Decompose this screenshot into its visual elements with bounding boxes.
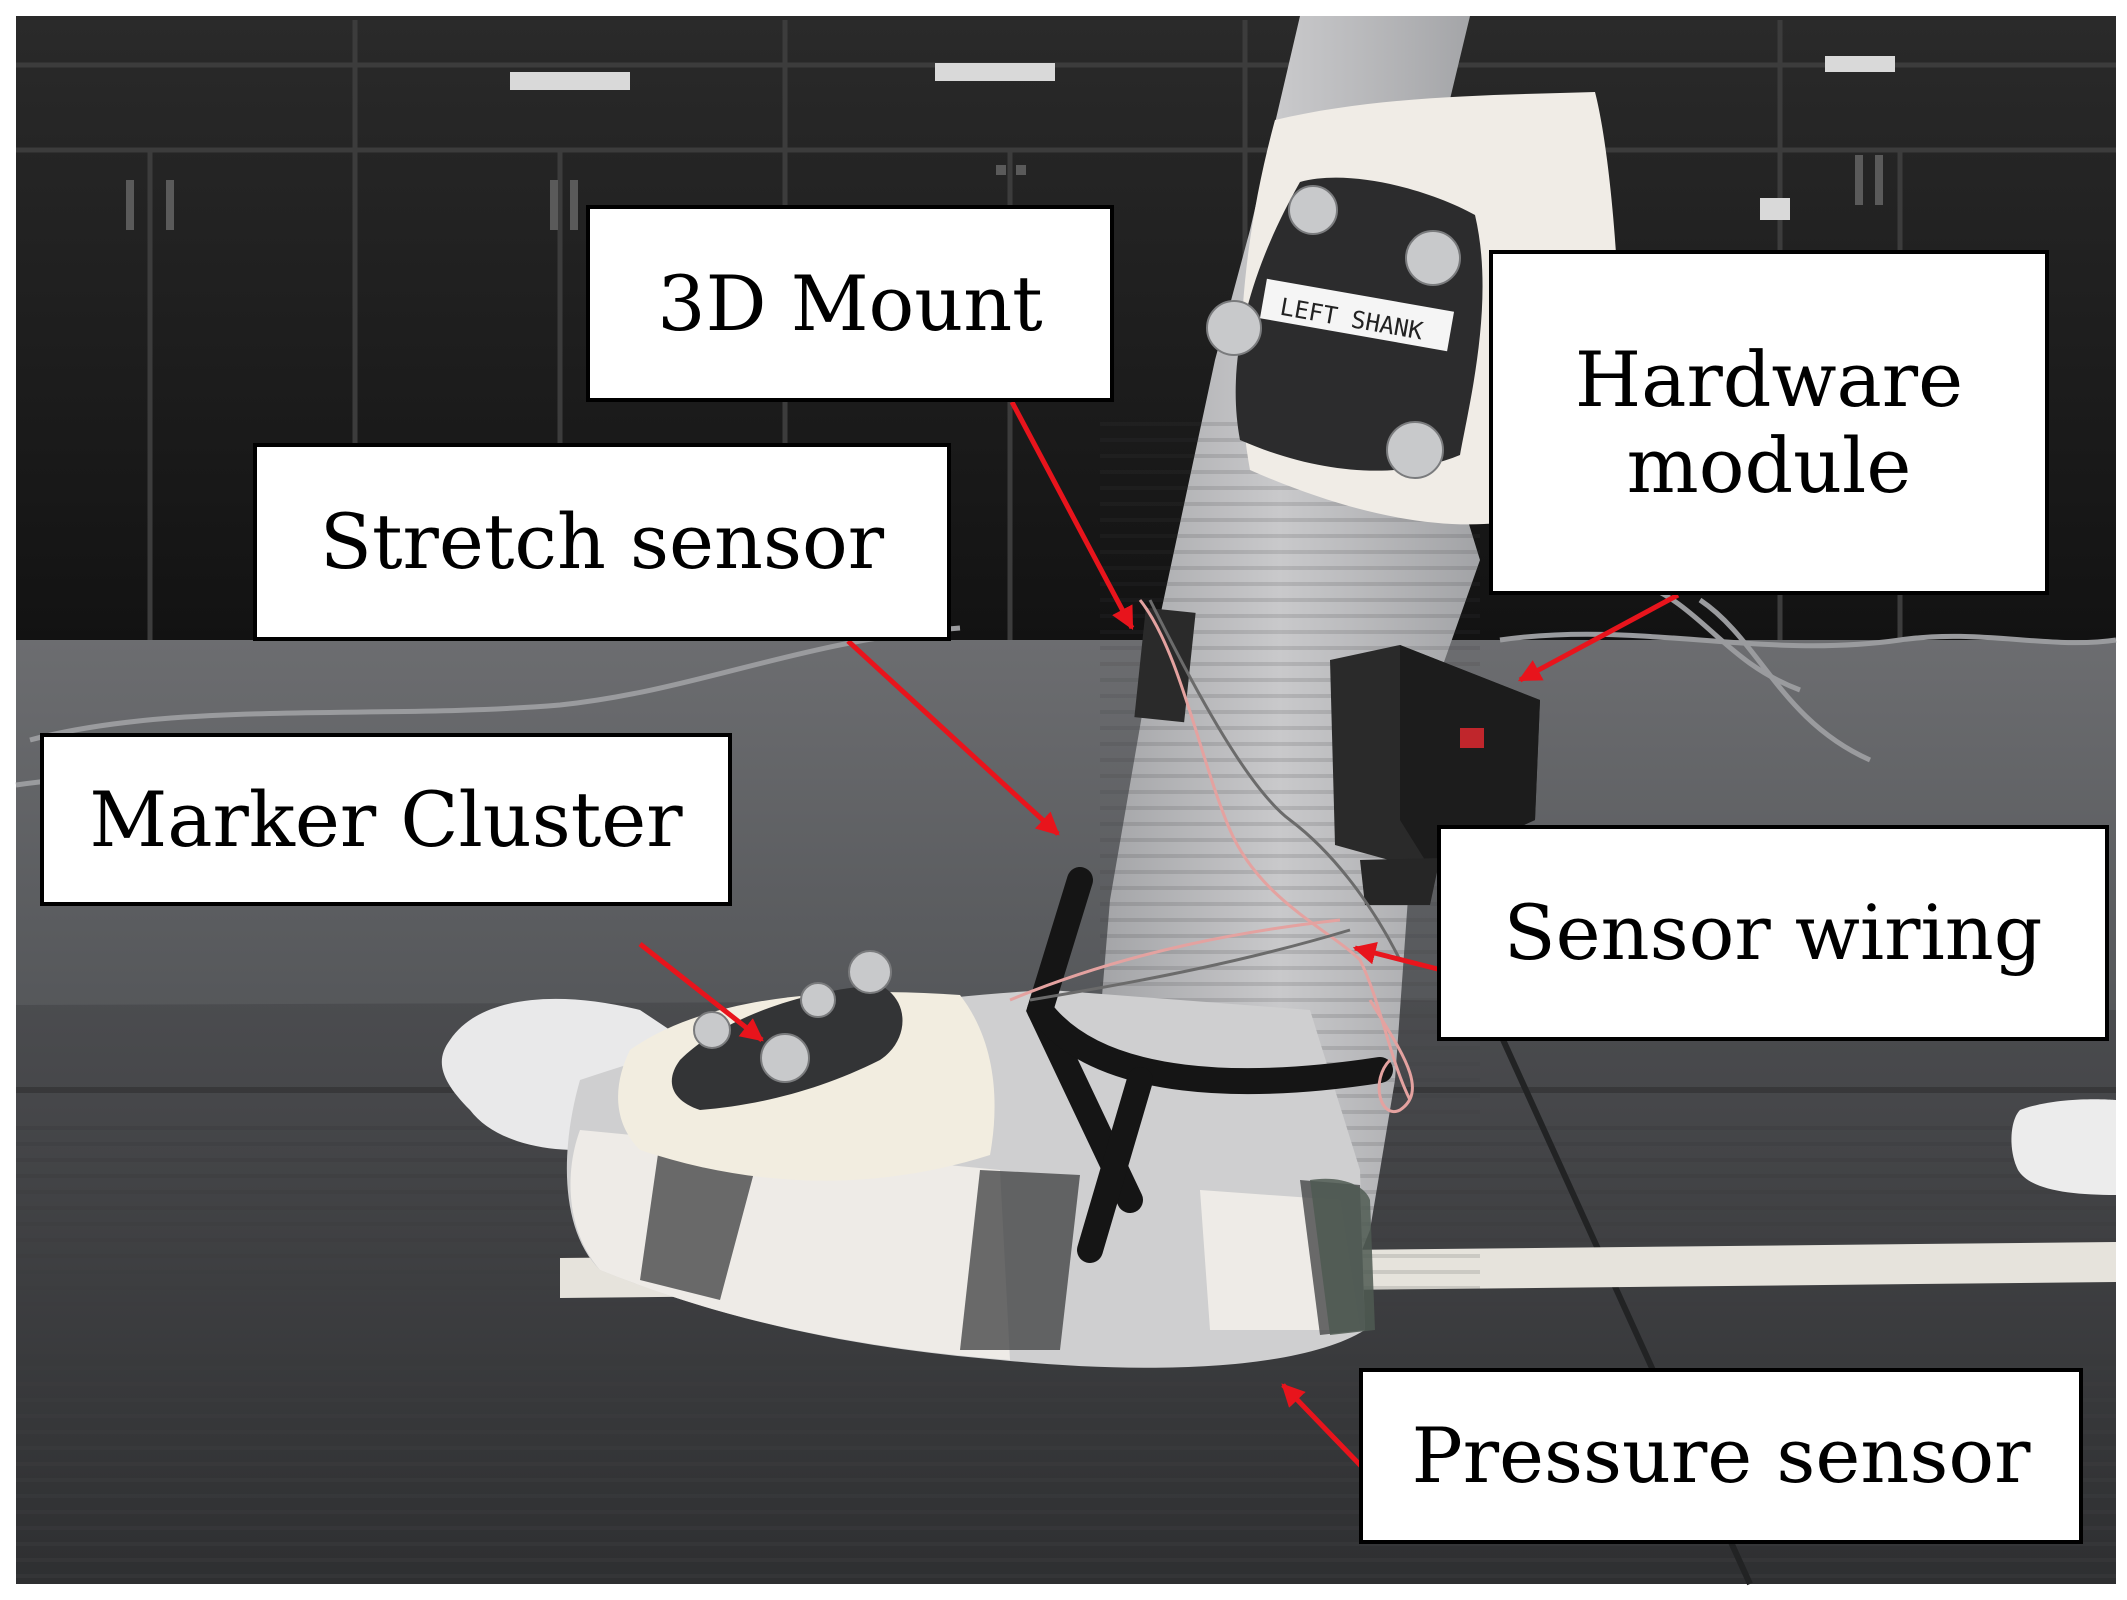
module-mount <box>1360 858 1440 905</box>
label-pressure-sensor-text: Pressure sensor <box>1411 1411 2031 1501</box>
sensor-wires <box>1009 599 1414 1114</box>
arrow-pressure <box>1281 1383 1365 1470</box>
other-foot <box>2011 1099 2116 1195</box>
label-marker-cluster: Marker Cluster <box>40 733 732 906</box>
label-pressure-sensor: Pressure sensor <box>1359 1368 2083 1544</box>
label-3d-mount: 3D Mount <box>586 205 1114 402</box>
velcro-straps <box>1026 867 1393 1263</box>
hardware-box-front <box>1400 645 1540 868</box>
label-hardware-line2: module <box>1626 420 1912 510</box>
ankle-3d-mount <box>1134 607 1196 723</box>
label-3d-mount-text: 3D Mount <box>657 258 1043 348</box>
label-sensor-wiring-text: Sensor wiring <box>1503 888 2043 978</box>
shank-tag <box>1259 278 1455 352</box>
shank-marker-balls <box>1206 185 1461 479</box>
arrow-hardware <box>1517 592 1680 683</box>
label-stretch-sensor-text: Stretch sensor <box>319 497 885 587</box>
label-stretch-sensor: Stretch sensor <box>253 443 951 641</box>
arrow-marker <box>638 942 764 1042</box>
label-marker-cluster-text: Marker Cluster <box>89 774 683 864</box>
hardware-led <box>1460 728 1484 748</box>
cabinet-handles <box>126 155 1883 230</box>
label-hardware-module: Hardware module <box>1489 250 2049 595</box>
arrow-3d-mount <box>1009 400 1135 631</box>
label-hardware-line1: Hardware <box>1574 335 1964 425</box>
arrow-stretch <box>846 639 1060 836</box>
drawer-labels <box>510 56 1895 220</box>
foot-marker-balls <box>693 950 892 1083</box>
heel-pressure-pad <box>1310 1178 1375 1335</box>
label-sensor-wiring: Sensor wiring <box>1437 825 2109 1041</box>
